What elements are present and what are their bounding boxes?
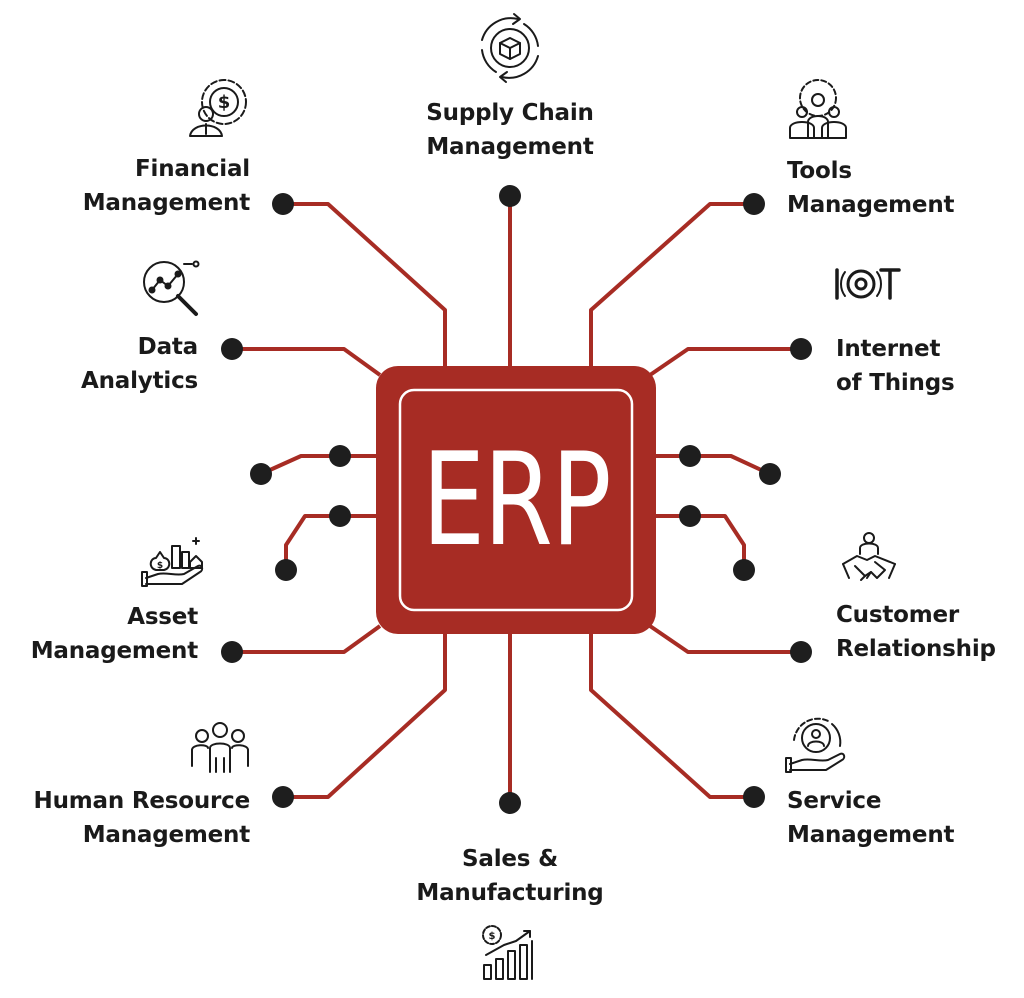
- label-hr: Human Resource Management: [10, 784, 251, 852]
- label-line: Analytics: [81, 368, 198, 394]
- iot-signal-icon: [835, 268, 901, 300]
- erp-chip-label: ERP: [422, 425, 612, 575]
- label-line: Data: [137, 334, 199, 360]
- label-customer: Customer Relationship: [836, 598, 1016, 666]
- handshake-person-icon: [842, 532, 896, 581]
- trace-right-stub-1: [654, 454, 771, 476]
- label-data-analytics: Data Analytics: [20, 330, 198, 398]
- label-line: of Things: [836, 370, 955, 396]
- label-line: Internet: [836, 336, 941, 362]
- label-line: Management: [787, 822, 955, 848]
- label-service: Service Management: [787, 784, 997, 852]
- node-left-stub-1a: [329, 445, 351, 467]
- trace-iot: [648, 347, 801, 377]
- node-supply-chain: [499, 185, 521, 207]
- label-line: Management: [426, 134, 594, 160]
- svg-text:$: $: [157, 561, 163, 571]
- node-data-analytics: [221, 338, 243, 360]
- node-tools: [743, 193, 765, 215]
- label-line: Manufacturing: [416, 880, 604, 906]
- team-gear-icon: [789, 79, 847, 139]
- label-line: Asset: [127, 604, 198, 630]
- connector-traces: [232, 196, 801, 803]
- trace-left-stub-1: [260, 454, 378, 476]
- label-iot: Internet of Things: [836, 332, 1016, 400]
- label-line: Financial: [135, 156, 250, 182]
- label-line: Management: [787, 192, 955, 218]
- erp-chip-inner-border: [398, 388, 634, 612]
- svg-text:$: $: [218, 92, 231, 113]
- node-left-stub-2b: [275, 559, 297, 581]
- trace-customer: [648, 624, 801, 654]
- node-right-stub-1b: [759, 463, 781, 485]
- label-line: Sales &: [462, 846, 558, 872]
- label-financial: Financial Management: [40, 152, 251, 220]
- connector-nodes: [221, 185, 812, 814]
- label-line: Customer: [836, 602, 960, 628]
- node-right-stub-2b: [733, 559, 755, 581]
- node-left-stub-2a: [329, 505, 351, 527]
- label-line: Management: [82, 190, 251, 216]
- supply-chain-cube-cycle-icon: [481, 13, 539, 83]
- label-sales: Sales & Manufacturing: [390, 842, 630, 910]
- node-iot: [790, 338, 812, 360]
- node-hr: [272, 786, 294, 808]
- node-right-stub-2a: [679, 505, 701, 527]
- label-line: Management: [82, 822, 251, 848]
- node-asset: [221, 641, 243, 663]
- node-sales: [499, 792, 521, 814]
- label-line: Management: [30, 638, 199, 664]
- people-group-icon: [191, 722, 249, 773]
- label-line: Relationship: [836, 636, 996, 662]
- node-customer: [790, 641, 812, 663]
- trace-service: [589, 630, 754, 799]
- trace-financial: [283, 202, 447, 370]
- trace-hr: [283, 630, 447, 799]
- label-tools: Tools Management: [787, 154, 997, 222]
- node-left-stub-1b: [250, 463, 272, 485]
- node-financial: [272, 193, 294, 215]
- label-asset: Asset Management: [8, 600, 199, 668]
- label-line: Human Resource: [33, 788, 251, 814]
- growth-chart-gear-icon: $: [482, 925, 533, 980]
- node-right-stub-1a: [679, 445, 701, 467]
- magnifier-chart-icon: [143, 260, 200, 316]
- erp-chip: [376, 366, 656, 634]
- label-line: Supply Chain: [426, 100, 594, 126]
- trace-right-stub-2: [654, 514, 746, 570]
- trace-tools: [589, 202, 754, 370]
- trace-left-stub-2: [284, 514, 378, 570]
- trace-asset: [232, 624, 382, 654]
- label-line: Service: [787, 788, 882, 814]
- hand-assets-icon: $: [141, 537, 204, 587]
- svg-text:$: $: [489, 931, 496, 942]
- trace-data-analytics: [232, 347, 382, 377]
- finance-gear-dollar-person-icon: $: [189, 79, 247, 137]
- node-service: [743, 786, 765, 808]
- label-supply-chain: Supply Chain Management: [390, 96, 630, 164]
- service-hand-person-icon: [785, 717, 846, 773]
- label-line: Tools: [787, 158, 852, 184]
